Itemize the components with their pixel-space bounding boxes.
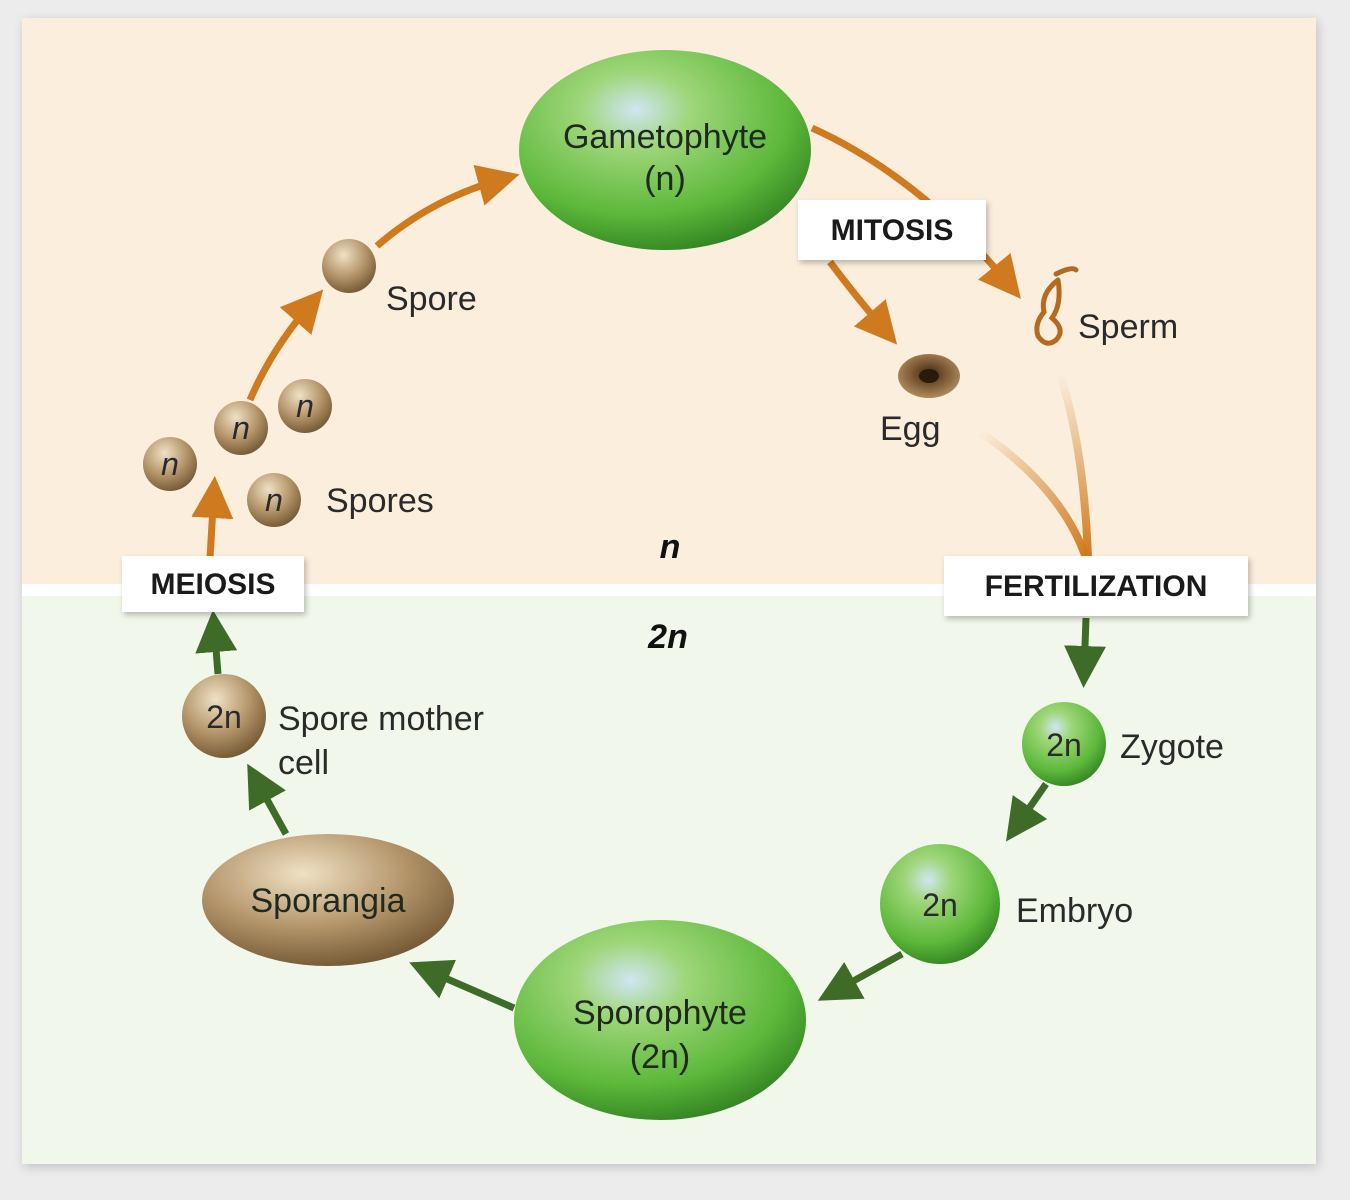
spore-cell-4 (247, 473, 301, 527)
arrow-gametophyte-to-sperm (810, 124, 1021, 299)
spore-mother-cell: 2n (182, 674, 266, 758)
sporophyte-label: Sporophyte (573, 994, 747, 1032)
meiosis-box (122, 556, 304, 612)
spores-label: Spores (326, 482, 434, 520)
embryo-marker: 2n (922, 887, 958, 923)
arrow-embryo-to-sporophyte (817, 950, 904, 1001)
arrow-spore-mother-cell-to-meiosis (195, 610, 238, 675)
arrow-egg-to-fertilization (977, 428, 1090, 560)
sporophyte: Sporophyte (2n) (514, 920, 806, 1120)
arrow-sporangia-to-spore-mother-cell (247, 763, 290, 836)
arrow-sperm-to-fertilization (1056, 372, 1092, 559)
zygote-marker: 2n (1046, 727, 1082, 763)
egg-label: Egg (880, 410, 941, 448)
zygote-label: Zygote (1120, 728, 1224, 766)
gametophyte: Gametophyte (n) (519, 50, 811, 250)
sperm-label: Sperm (1078, 308, 1178, 346)
sporangia-label: Sporangia (250, 882, 405, 920)
spores-group: n n n n (143, 379, 332, 527)
arrow-gametophyte-to-egg (827, 259, 898, 345)
egg-cell-icon (898, 354, 960, 398)
spore-cell-1-marker: n (161, 446, 179, 482)
arrow-fertilization-to-zygote (1064, 617, 1106, 688)
spore-mother-cell-marker: 2n (206, 699, 242, 735)
embryo: 2n (880, 844, 1000, 964)
alternation-of-generations-diagram: n 2n Gametophyte (n) MITOSIS Sperm Egg S… (22, 18, 1316, 1164)
sperm-cell-icon (1034, 266, 1079, 346)
spore-label: Spore (386, 280, 477, 318)
haploid-label: n (660, 528, 681, 566)
gametophyte-ploidy: (n) (644, 160, 686, 198)
spore-cell-icon (322, 239, 376, 293)
spore-cell-1 (143, 437, 197, 491)
sporophyte-ploidy: (2n) (630, 1038, 690, 1076)
arrow-sporophyte-to-sporangia (409, 959, 516, 1012)
spore-cell-2 (214, 401, 268, 455)
arrow-meiosis-to-spores (191, 476, 234, 559)
mitosis-box (798, 200, 986, 260)
arrow-spores-to-spore (246, 289, 324, 402)
gametophyte-label: Gametophyte (563, 118, 767, 156)
sporangia: Sporangia (202, 834, 454, 966)
mitosis-label: MITOSIS (831, 214, 954, 247)
embryo-label: Embryo (1016, 892, 1133, 930)
arrow-zygote-to-embryo (1006, 782, 1049, 842)
arrow-spore-to-gametophyte (374, 165, 520, 249)
meiosis-label: MEIOSIS (150, 568, 275, 601)
life-cycle-figure: n 2n Gametophyte (n) MITOSIS Sperm Egg S… (22, 18, 1316, 1164)
zygote: 2n (1022, 702, 1106, 786)
fertilization-box (944, 556, 1248, 616)
spore-cell-2-marker: n (232, 410, 250, 446)
fertilization-label: FERTILIZATION (985, 570, 1208, 603)
spore-mother-cell-label-line1: Spore mother (278, 700, 484, 738)
spore-cell-4-marker: n (265, 482, 283, 518)
spore-cell-3-marker: n (296, 388, 314, 424)
spore-cell-3 (278, 379, 332, 433)
diploid-label: 2n (647, 618, 688, 656)
spore-mother-cell-label-line2: cell (278, 744, 329, 782)
